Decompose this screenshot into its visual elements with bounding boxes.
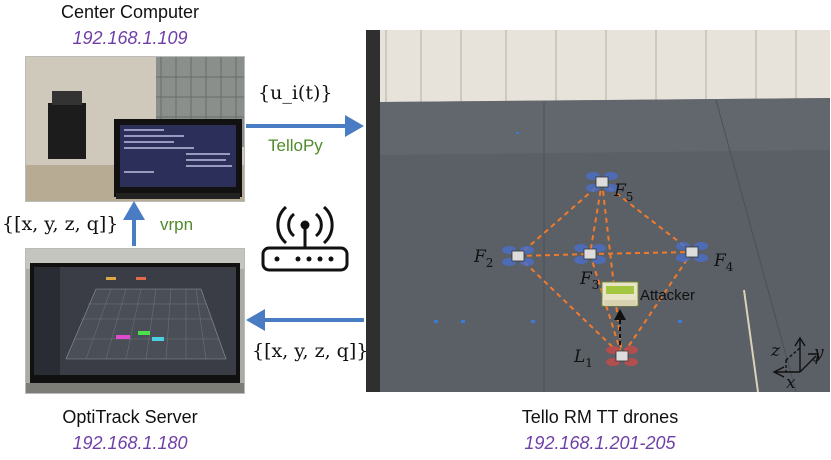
- optitrack-server-title: OptiTrack Server: [62, 407, 198, 427]
- state-arrow-right: [246, 309, 364, 331]
- formation-edge-F2-F3: [517, 253, 591, 257]
- wifi-router-icon: [261, 205, 349, 272]
- state-arrow-up: [123, 201, 145, 246]
- formation-edge-F5-F4: [601, 181, 693, 253]
- node-label-F4: F4: [713, 251, 734, 274]
- formation-edge-F4-L1: [621, 251, 693, 357]
- router-lights: [274, 256, 334, 262]
- center-computer-title: Center Computer: [60, 2, 200, 22]
- formation-edge-F2-L1: [517, 255, 623, 357]
- drone-F3: [574, 244, 606, 264]
- node-label-L1: L1: [573, 347, 593, 370]
- axis-z-label: z: [770, 341, 781, 361]
- center-computer-ip: 192.168.1.109: [72, 28, 188, 48]
- control-arrow: [246, 115, 364, 137]
- control-signal-label: {u_i(t)}: [258, 82, 333, 104]
- axis-y-label: y: [813, 343, 824, 363]
- state-protocol-label: vrpn: [160, 215, 194, 234]
- formation-edge-F5-F2: [517, 181, 603, 257]
- node-label-F5: F5: [613, 181, 633, 204]
- attacker-label: Attacker: [640, 287, 695, 304]
- formation-edge-F5-L1: [601, 181, 623, 357]
- formation-edge-F5-F3: [589, 181, 603, 255]
- drone-F4: [676, 242, 708, 262]
- formation-edge-F3-F4: [589, 251, 693, 255]
- drone-L1: [606, 346, 638, 366]
- state-label-left: {[x, y, z, q]}: [2, 213, 119, 235]
- optitrack-server-ip: 192.168.1.180: [72, 433, 188, 453]
- drones-title: Tello RM TT drones: [521, 407, 679, 427]
- center-computer-photo: [25, 56, 245, 202]
- drone-F5: [586, 172, 618, 192]
- control-protocol-label: TelloPy: [268, 136, 323, 155]
- attacker-box: [601, 281, 639, 307]
- axis-x-label: x: [786, 373, 796, 392]
- optitrack-server-photo: [25, 248, 245, 394]
- attack-arrow: [614, 309, 626, 345]
- state-label-right: {[x, y, z, q]}: [252, 340, 369, 362]
- axes-indicator: [772, 336, 819, 378]
- drones-ip: 192.168.1.201-205: [524, 433, 676, 453]
- drone-F2: [502, 246, 534, 266]
- node-label-F2: F2: [473, 247, 493, 270]
